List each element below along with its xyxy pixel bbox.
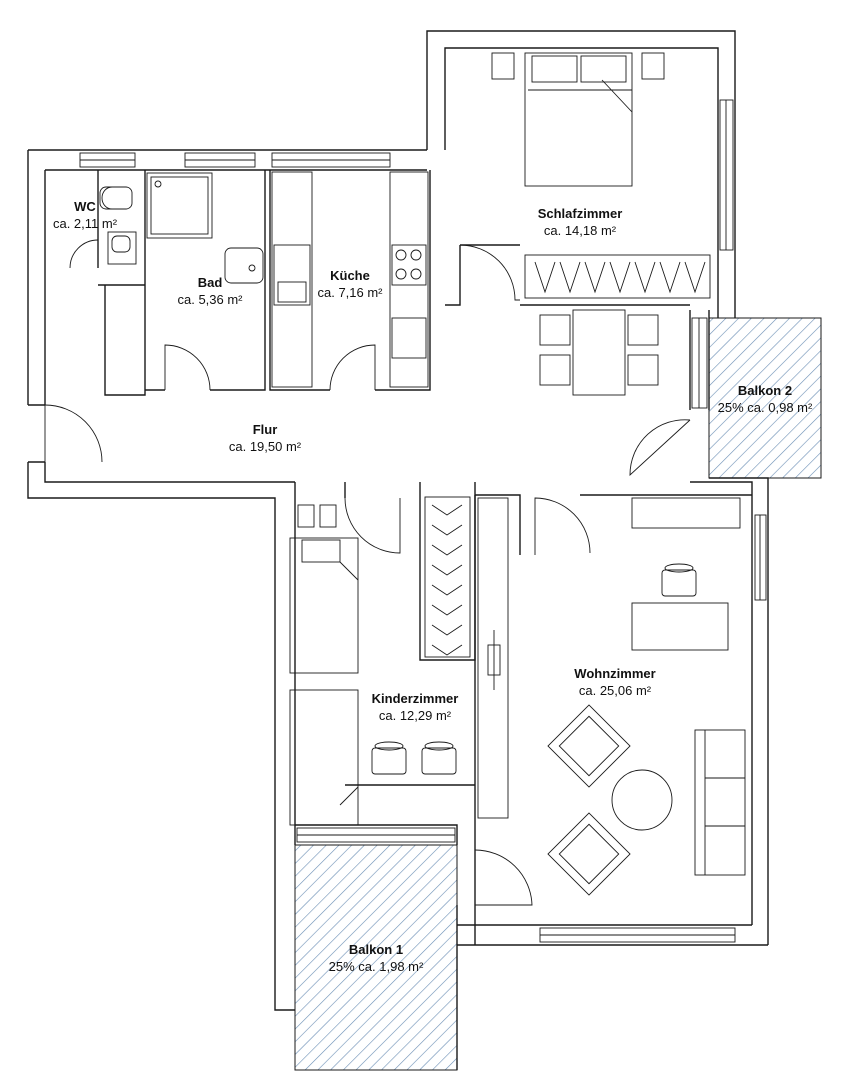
wc-fixtures (99, 186, 137, 265)
room-label-wohnzimmer: Wohnzimmer ca. 25,06 m² (560, 665, 670, 699)
room-label-balkon2: Balkon 2 25% ca. 0,98 m² (710, 382, 820, 416)
room-name-balkon2: Balkon 2 (737, 383, 793, 398)
room-name-kueche: Küche (330, 268, 370, 283)
bad-fixtures (146, 172, 264, 284)
kinderzimmer-fixtures (289, 496, 471, 826)
room-area-balkon2: 25% ca. 0,98 m² (717, 400, 813, 415)
room-area-wc: ca. 2,11 m² (52, 216, 118, 231)
room-name-schlafzimmer: Schlafzimmer (537, 206, 623, 221)
room-label-bad: Bad ca. 5,36 m² (160, 274, 260, 308)
room-area-balkon1: 25% ca. 1,98 m² (328, 959, 424, 974)
doors (44, 239, 691, 906)
outer-walls (27, 30, 769, 1070)
room-name-wohnzimmer: Wohnzimmer (574, 666, 656, 681)
room-area-schlafzimmer: ca. 14,18 m² (543, 223, 617, 238)
room-label-wc: WC ca. 2,11 m² (40, 198, 130, 232)
room-name-balkon1: Balkon 1 (348, 942, 404, 957)
room-label-balkon1: Balkon 1 25% ca. 1,98 m² (318, 941, 434, 975)
schlafzimmer-fixtures (491, 52, 711, 396)
balcony-2 (708, 317, 822, 479)
kueche-fixtures (271, 171, 429, 388)
room-label-kinderzimmer: Kinderzimmer ca. 12,29 m² (360, 690, 470, 724)
room-name-flur: Flur (252, 422, 278, 437)
room-name-wc: WC (74, 199, 96, 214)
room-area-flur: ca. 19,50 m² (228, 439, 302, 454)
room-label-kueche: Küche ca. 7,16 m² (300, 267, 400, 301)
room-area-kinderzimmer: ca. 12,29 m² (378, 708, 452, 723)
room-label-flur: Flur ca. 19,50 m² (215, 421, 315, 455)
room-area-wohnzimmer: ca. 25,06 m² (578, 683, 652, 698)
interior-walls (28, 170, 752, 905)
room-name-kinderzimmer: Kinderzimmer (371, 691, 459, 706)
room-name-bad: Bad (197, 275, 223, 290)
room-area-bad: ca. 5,36 m² (177, 292, 243, 307)
balcony-1 (294, 844, 458, 1071)
room-area-kueche: ca. 7,16 m² (317, 285, 383, 300)
room-label-schlafzimmer: Schlafzimmer ca. 14,18 m² (520, 205, 640, 239)
windows (79, 99, 767, 943)
wohnzimmer-fixtures (477, 497, 746, 896)
